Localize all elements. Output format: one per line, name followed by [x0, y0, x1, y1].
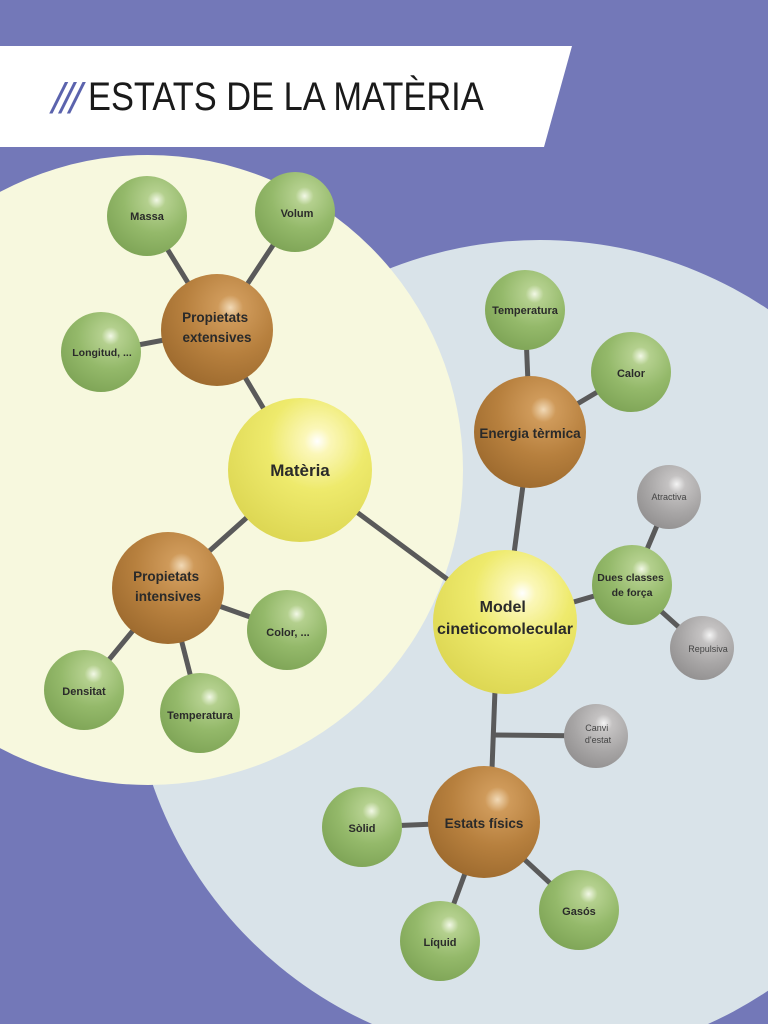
node-repulsiva-label: Repulsiva: [688, 644, 728, 654]
svg-text:Propietats extensives: Propietats extensives: [182, 310, 252, 345]
node-prop-intensives: Propietats intensives: [112, 532, 224, 644]
node-model: Model cineticomolecular: [433, 550, 577, 694]
node-model-label-line2: cineticomolecular: [437, 621, 573, 638]
node-prop-ext-line2: extensives: [182, 330, 251, 345]
node-materia: Matèria: [228, 398, 372, 542]
node-temperatura-right: Temperatura: [485, 270, 565, 350]
node-atractiva: Atractiva: [637, 465, 701, 529]
title-banner: [0, 46, 572, 147]
node-volum-label: Volum: [281, 208, 314, 220]
node-solid: Sòlid: [322, 787, 402, 867]
node-gasos-label: Gasós: [562, 906, 596, 918]
node-energia-termica: Energia tèrmica: [474, 376, 586, 488]
node-prop-int-line2: intensives: [135, 589, 201, 604]
node-canvi-estat: Canvi d'estat: [564, 704, 628, 768]
node-longitud: Longitud, ...: [61, 312, 141, 392]
node-solid-label: Sòlid: [349, 823, 376, 835]
node-estats-label: Estats físics: [445, 816, 524, 831]
title-slashes: ///: [52, 75, 82, 119]
node-densitat-label: Densitat: [62, 686, 106, 698]
svg-text:Canvi d'estat: Canvi d'estat: [585, 723, 612, 745]
node-liquid: Líquid: [400, 901, 480, 981]
node-estats-fisics: Estats físics: [428, 766, 540, 878]
node-prop-int-line1: Propietats: [133, 569, 199, 584]
node-repulsiva: Repulsiva: [670, 616, 734, 680]
node-dues-line1: Dues classes: [597, 572, 664, 584]
node-gasos: Gasós: [539, 870, 619, 950]
title-text: ESTATS DE LA MATÈRIA: [88, 75, 485, 119]
svg-text:Propietats intensives: Propietats intensives: [133, 569, 203, 604]
node-energia-label: Energia tèrmica: [479, 426, 581, 441]
node-canvi-line1: Canvi: [585, 723, 608, 733]
node-longitud-label: Longitud, ...: [72, 347, 132, 359]
node-model-label-line1: Model: [480, 599, 526, 616]
node-temperatura-left-label: Temperatura: [167, 710, 234, 722]
page-title: /// ESTATS DE LA MATÈRIA: [52, 74, 549, 120]
node-dues-line2: de força: [612, 587, 653, 599]
node-prop-ext-line1: Propietats: [182, 310, 248, 325]
node-temperatura-left: Temperatura: [160, 673, 240, 753]
svg-text:Dues classes de força: Dues classes de força: [597, 572, 666, 599]
node-calor-label: Calor: [617, 368, 646, 380]
node-dues-classes: Dues classes de força: [592, 545, 672, 625]
svg-text:Model cineticomolecular: Model cineticomolecular: [437, 599, 573, 638]
node-temperatura-right-label: Temperatura: [492, 305, 559, 317]
node-calor: Calor: [591, 332, 671, 412]
node-canvi-line2: d'estat: [585, 735, 612, 745]
node-densitat: Densitat: [44, 650, 124, 730]
node-volum: Volum: [255, 172, 335, 252]
node-massa: Massa: [107, 176, 187, 256]
node-liquid-label: Líquid: [424, 937, 457, 949]
node-materia-label: Matèria: [270, 461, 330, 480]
node-color: Color, ...: [247, 590, 327, 670]
node-massa-label: Massa: [130, 211, 165, 223]
node-prop-extensives: Propietats extensives: [161, 274, 273, 386]
node-color-label: Color, ...: [266, 627, 309, 639]
node-atractiva-label: Atractiva: [651, 492, 686, 502]
